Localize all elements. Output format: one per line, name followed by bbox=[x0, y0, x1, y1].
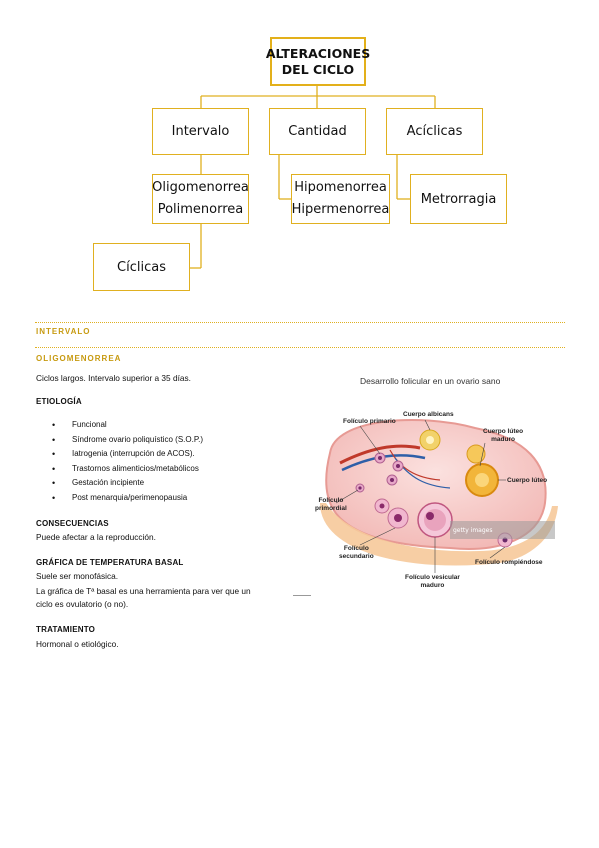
diagram-connectors bbox=[190, 86, 436, 269]
node-ciclicas-label: Cíclicas bbox=[117, 259, 166, 275]
label-foliculo-primordial: Folículo primordial bbox=[315, 497, 347, 512]
node-hipermenorrea-label: Hipermenorrea bbox=[291, 202, 390, 217]
label-foliculo-vesicular: Folículo vesicular maduro bbox=[405, 574, 460, 589]
node-intervalo: Intervalo bbox=[152, 108, 249, 155]
node-hipomenorrea-label: Hipomenorrea bbox=[294, 180, 387, 195]
divider-middle bbox=[35, 347, 565, 348]
etiologia-heading: ETIOLOGÍA bbox=[36, 397, 82, 406]
node-cantidad-label: Cantidad bbox=[288, 124, 347, 139]
node-hipo-hiper: Hipomenorrea Hipermenorrea bbox=[291, 174, 390, 224]
grafica-line-1: Suele ser monofásica. bbox=[36, 571, 119, 581]
node-polimenorrea-label: Polimenorrea bbox=[157, 202, 244, 217]
node-oligo-poli: Oligomenorrea Polimenorrea bbox=[152, 174, 249, 224]
watermark-text: getty images bbox=[453, 527, 492, 534]
label-foliculo-secundario-line-2: secundario bbox=[339, 552, 374, 560]
grafica-line-2: La gráfica de Tª basal es una herramient… bbox=[36, 586, 251, 596]
section-subheading: OLIGOMENORREA bbox=[36, 354, 122, 363]
label-foliculo-primario: Folículo primario bbox=[343, 418, 396, 425]
label-cuerpo-luteo: Cuerpo lúteo bbox=[507, 477, 548, 484]
etiologia-item: Post menarquia/perimenopausia bbox=[52, 491, 203, 506]
consecuencias-heading: CONSECUENCIAS bbox=[36, 519, 109, 528]
node-intervalo-label: Intervalo bbox=[171, 124, 230, 139]
consecuencias-text: Puede afectar a la reproducción. bbox=[36, 532, 156, 542]
diagram-root-node: ALTERACIONES DEL CICLO bbox=[266, 37, 370, 86]
figure-title: Desarrollo folicular en un ovario sano bbox=[360, 376, 501, 386]
label-foliculo-vesicular-line-1: Folículo vesicular bbox=[405, 574, 460, 581]
root-line-1: ALTERACIONES bbox=[265, 45, 371, 61]
node-metrorragia-label: Metrorragia bbox=[420, 191, 497, 207]
label-foliculo-vesicular-line-2: maduro bbox=[420, 581, 445, 589]
etiologia-list: Funcional Síndrome ovario poliquístico (… bbox=[52, 418, 203, 506]
grafica-line-3: ciclo es ovulatorio (o no). bbox=[36, 599, 129, 609]
label-foliculo-secundario-line-1: Folículo bbox=[343, 545, 369, 552]
label-foliculo-rompiendose: Folículo rompiéndose bbox=[475, 559, 543, 566]
node-cantidad: Cantidad bbox=[269, 108, 366, 155]
etiologia-item: Trastornos alimenticios/metabólicos bbox=[52, 462, 203, 477]
node-aciclicas-label: Acíclicas bbox=[406, 124, 463, 139]
node-metrorragia: Metrorragia bbox=[410, 174, 507, 224]
etiologia-item: Funcional bbox=[52, 418, 203, 433]
figure-underline bbox=[293, 595, 311, 596]
definition-text: Ciclos largos. Intervalo superior a 35 d… bbox=[36, 373, 191, 383]
etiologia-item: Iatrogenia (interrupción de ACOS). bbox=[52, 447, 203, 462]
label-foliculo-secundario: Folículo secundario bbox=[339, 545, 374, 560]
tratamiento-heading: TRATAMIENTO bbox=[36, 625, 96, 634]
tratamiento-text: Hormonal o etiológico. bbox=[36, 639, 119, 649]
label-cuerpo-luteo-maduro-line-2: maduro bbox=[491, 435, 515, 443]
label-foliculo-primordial-line-1: Folículo bbox=[318, 497, 344, 504]
node-aciclicas: Acíclicas bbox=[386, 108, 483, 155]
divider-top bbox=[35, 322, 565, 323]
label-cuerpo-luteo-maduro: Cuerpo lúteo maduro bbox=[483, 428, 523, 443]
grafica-heading: GRÁFICA DE TEMPERATURA BASAL bbox=[36, 558, 184, 567]
node-oligomenorrea-label: Oligomenorrea bbox=[152, 180, 249, 195]
section-heading: INTERVALO bbox=[36, 327, 91, 336]
label-foliculo-primordial-line-2: primordial bbox=[315, 504, 347, 512]
label-cuerpo-albicans: Cuerpo albicans bbox=[403, 411, 454, 418]
root-line-2: DEL CICLO bbox=[281, 61, 355, 77]
label-cuerpo-luteo-maduro-line-1: Cuerpo lúteo bbox=[483, 428, 524, 435]
etiologia-item: Gestación incipiente bbox=[52, 476, 203, 491]
node-ciclicas: Cíclicas bbox=[93, 243, 190, 291]
etiologia-item: Síndrome ovario poliquístico (S.O.P.) bbox=[52, 433, 203, 448]
ovary-illustration: getty images bbox=[320, 419, 558, 573]
